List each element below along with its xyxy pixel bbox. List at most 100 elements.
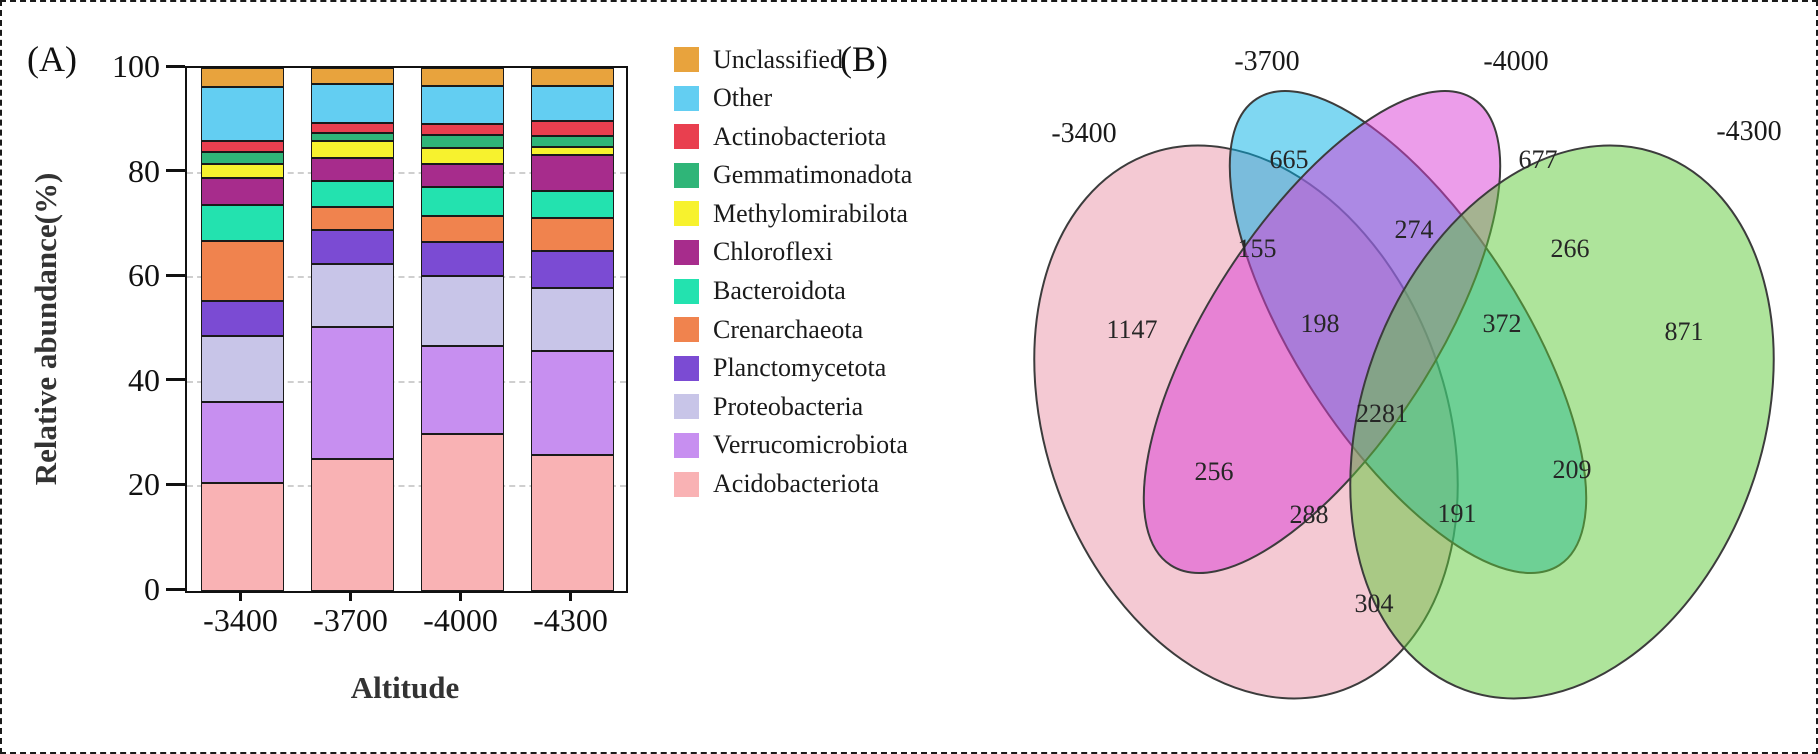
bar-segment-Bacteroidota [201, 205, 284, 242]
panel-a-label: (A) [27, 39, 77, 79]
legend-label: Chloroflexi [713, 237, 833, 267]
x-tick-label: -4300 [533, 602, 608, 638]
venn-region-count--4000_-4300: 266 [1550, 234, 1590, 263]
legend-item-Verrucomicrobiota: Verrucomicrobiota [674, 430, 912, 460]
legend-item-Gemmatimonadota: Gemmatimonadota [674, 160, 913, 190]
venn-region-count--3400_-4000_-4300: 288 [1289, 500, 1329, 529]
venn-region-count--3700: 665 [1269, 145, 1309, 174]
venn-set-label-3400: -3400 [1051, 118, 1117, 149]
bar-segment-Chloroflexi [311, 157, 394, 181]
legend-swatch [674, 432, 699, 458]
bar-segment-Verrucomicrobiota [421, 345, 504, 434]
bar-segment-Verrucomicrobiota [201, 401, 284, 483]
bar-segment-Proteobacteria [531, 288, 614, 352]
venn-ellipse-4300 [1349, 144, 1775, 700]
legend-label: Crenarchaeota [713, 314, 864, 344]
legend-swatch [674, 162, 699, 188]
venn-set-label-3700: -3700 [1234, 46, 1300, 77]
bar-segment-Methylomirabilota [311, 141, 394, 158]
gridline-80 [187, 171, 626, 174]
y-tick-mark [166, 64, 185, 68]
legend-swatch [674, 471, 699, 497]
venn-region-count--3700_-4300: 209 [1552, 455, 1592, 484]
legend-swatch [674, 394, 699, 420]
legend-label: Gemmatimonadota [713, 160, 913, 190]
venn-region-count--3400_-3700: 155 [1237, 234, 1277, 263]
legend-swatch [674, 317, 699, 343]
x-tick-mark [569, 591, 572, 601]
y-tick-label: 0 [144, 571, 160, 607]
bar-segment-Methylomirabilota [421, 148, 504, 165]
bar-segment-Bacteroidota [531, 191, 614, 219]
legend-swatch [674, 201, 699, 227]
bar-segment-Chloroflexi [421, 164, 504, 188]
legend-label: Acidobacteriota [713, 469, 880, 499]
y-tick-mark [166, 169, 185, 173]
legend-item-Actinobacteriota: Actinobacteriota [674, 121, 912, 151]
y-tick-mark [166, 587, 185, 591]
x-tick-mark [459, 591, 462, 601]
venn-set-label-4000: -4000 [1483, 46, 1549, 77]
bar-segment-Chloroflexi [201, 178, 284, 206]
bar-segment-Other [311, 84, 394, 123]
bar-segment-Unclassified [201, 68, 284, 87]
legend-label: Proteobacteria [713, 391, 864, 421]
legend-label: Methylomirabilota [713, 198, 908, 228]
bar-segment-Actinobacteriota [531, 121, 614, 136]
y-tick-label: 60 [128, 257, 160, 294]
bar-segment-Gemmatimonadota [531, 136, 614, 147]
x-tick-mark [349, 591, 352, 601]
bar-segment-Actinobacteriota [421, 123, 504, 135]
y-tick-label: 80 [128, 152, 160, 189]
legend-item-Methylomirabilota: Methylomirabilota [674, 198, 912, 228]
x-tick-mark [239, 591, 242, 601]
bar-segment-Gemmatimonadota [421, 134, 504, 149]
bar-segment-Actinobacteriota [201, 141, 284, 153]
legend-label: Unclassified [713, 44, 843, 74]
gridline-40 [187, 380, 626, 383]
bar-segment-Acidobacteriota [311, 458, 394, 591]
plot-area [185, 66, 628, 593]
bar-segment-Unclassified [421, 68, 504, 86]
legend-swatch [674, 355, 699, 381]
legend-label: Planctomycetota [713, 353, 887, 383]
venn-region-count--4300: 871 [1664, 317, 1704, 346]
legend-item-Other: Other [674, 83, 912, 113]
bar-segment-Crenarchaeota [531, 218, 614, 251]
x-tick-label: -4000 [423, 602, 498, 638]
legend-label: Actinobacteriota [713, 121, 887, 151]
venn-set-label-4300: -4300 [1716, 116, 1782, 147]
legend-label: Other [713, 83, 773, 113]
legend-label: Verrucomicrobiota [713, 430, 908, 460]
venn-region-count--3400_-4000: 256 [1194, 457, 1234, 486]
bar-segment-Crenarchaeota [201, 241, 284, 302]
bar-segment-Planctomycetota [311, 230, 394, 264]
panel-b-label: (B) [840, 39, 888, 79]
y-tick-label: 40 [128, 361, 160, 398]
bar-segment-Bacteroidota [421, 187, 504, 216]
legend-item-Bacteroidota: Bacteroidota [674, 276, 912, 305]
bar-segment-Bacteroidota [311, 180, 394, 208]
bar-segment-Verrucomicrobiota [531, 351, 614, 455]
bar-segment-Acidobacteriota [421, 433, 504, 591]
bar-segment-Crenarchaeota [421, 215, 504, 243]
x-tick-label: -3700 [313, 602, 388, 638]
panel-a: (A) Relative abundance(%) Altitude Uncla… [2, 2, 912, 752]
y-tick-mark [166, 378, 185, 382]
bar-segment-Actinobacteriota [311, 122, 394, 133]
venn-region-count--3400_-3700_-4000: 198 [1300, 309, 1340, 338]
bar-segment-Methylomirabilota [201, 164, 284, 179]
gridline-20 [187, 485, 626, 488]
bar-segment-Proteobacteria [311, 263, 394, 328]
bar-segment-Acidobacteriota [201, 482, 284, 591]
x-tick-label: -3400 [203, 602, 278, 638]
bar--3700 [311, 68, 394, 591]
bar-segment-Unclassified [531, 68, 614, 86]
venn-region-count--3400: 1147 [1106, 315, 1158, 344]
bar-segment-Verrucomicrobiota [311, 327, 394, 459]
venn-region-count--3400_-3700_-4300: 191 [1437, 499, 1477, 528]
